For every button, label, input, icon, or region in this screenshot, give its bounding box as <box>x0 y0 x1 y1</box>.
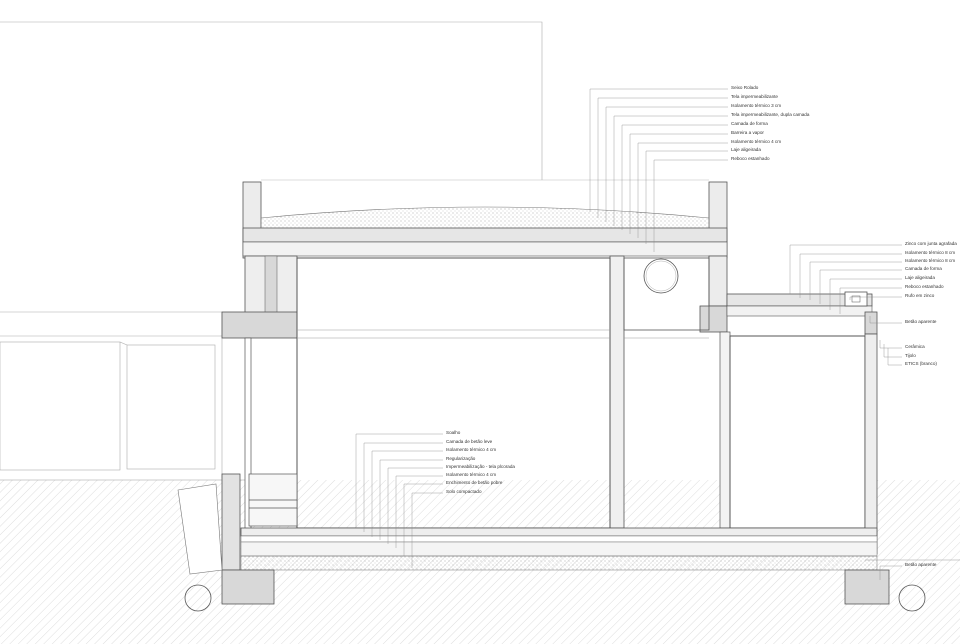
leader-line <box>355 433 443 528</box>
leader-line <box>371 450 443 537</box>
leader-line <box>395 475 443 548</box>
leader-line <box>589 88 728 212</box>
leader-line <box>613 115 728 226</box>
side-roof-label: Rufo em zinco <box>905 293 935 298</box>
leader-line <box>637 142 728 238</box>
leader-line <box>403 483 443 556</box>
roof-label: Tela impermeabilizante, dupla camada <box>731 112 810 117</box>
cabinet <box>248 473 298 527</box>
skylight <box>623 257 710 339</box>
leader-line <box>879 340 902 349</box>
leader-line <box>829 278 902 310</box>
leader-line <box>605 106 728 222</box>
floor-label: Isolamento térmico 4 cm <box>446 472 497 477</box>
roof-label: Barreira a vapor <box>731 130 764 135</box>
floor-label: Enchimento de betão pobre <box>446 480 503 485</box>
floor-label: Isolamento térmico 4 cm <box>446 447 497 452</box>
leader-line <box>869 316 902 324</box>
side-roof-label: Reboco estanhado <box>905 284 944 289</box>
leader-line <box>883 344 902 358</box>
side-roof-label: Isolamento térmico 8 cm <box>905 258 956 263</box>
leader-line <box>799 253 902 298</box>
side-roof-label: Laje aligeirada <box>905 275 935 280</box>
walls <box>221 255 731 535</box>
floor-label: Impermeabilização - tela plcorada <box>446 464 515 469</box>
leader-line <box>849 296 902 300</box>
leader-line <box>789 244 902 294</box>
wall-label: Cerâmica <box>905 344 925 349</box>
side-roof-label: Isolamento térmico 8 cm <box>905 250 956 255</box>
side-roof-label: Zinco com junta agrafada <box>905 241 957 246</box>
side-volume <box>726 291 878 555</box>
leader-line <box>621 124 728 230</box>
floor-label: Camada de betão leve <box>446 439 493 444</box>
leader-line <box>819 269 902 304</box>
leader-line <box>887 348 902 366</box>
side-roof-label: Camada de forma <box>905 266 942 271</box>
leader-line <box>629 133 728 234</box>
wall-label: Betão aparente <box>905 319 937 324</box>
roof-label: Tela impermeabilizante <box>731 94 778 99</box>
leader-line <box>379 459 443 540</box>
roof-label: Isolamento térmico 4 cm <box>731 139 782 144</box>
roof-label: Seixo Rolado <box>731 85 759 90</box>
floor-slab <box>240 527 878 571</box>
leader-line <box>653 159 728 252</box>
roof-label: Reboco estanhado <box>731 156 770 161</box>
floor-label: Solo compactado <box>446 489 482 494</box>
leader-line <box>363 442 443 532</box>
foundation-label: Betão aparente <box>905 562 937 567</box>
leader-line <box>645 150 728 244</box>
leader-line <box>809 261 902 300</box>
foundations <box>177 473 926 612</box>
roof-label: Camada de forma <box>731 121 768 126</box>
leader-line <box>411 492 443 568</box>
roof-label: Laje aligeirada <box>731 147 761 152</box>
leader-line <box>839 287 902 314</box>
floor-label: Regularização <box>446 456 476 461</box>
wall-label: ETICS (branco) <box>905 361 937 366</box>
leader-line <box>879 565 902 580</box>
wall-label: Tijolo <box>905 353 916 358</box>
leader-line <box>597 97 728 218</box>
floor-label: Soalho <box>446 430 461 435</box>
roof-label: Isolamento térmico 3 cm <box>731 103 782 108</box>
leader-lines <box>355 88 902 580</box>
roof <box>242 179 728 259</box>
leader-line <box>387 467 443 544</box>
